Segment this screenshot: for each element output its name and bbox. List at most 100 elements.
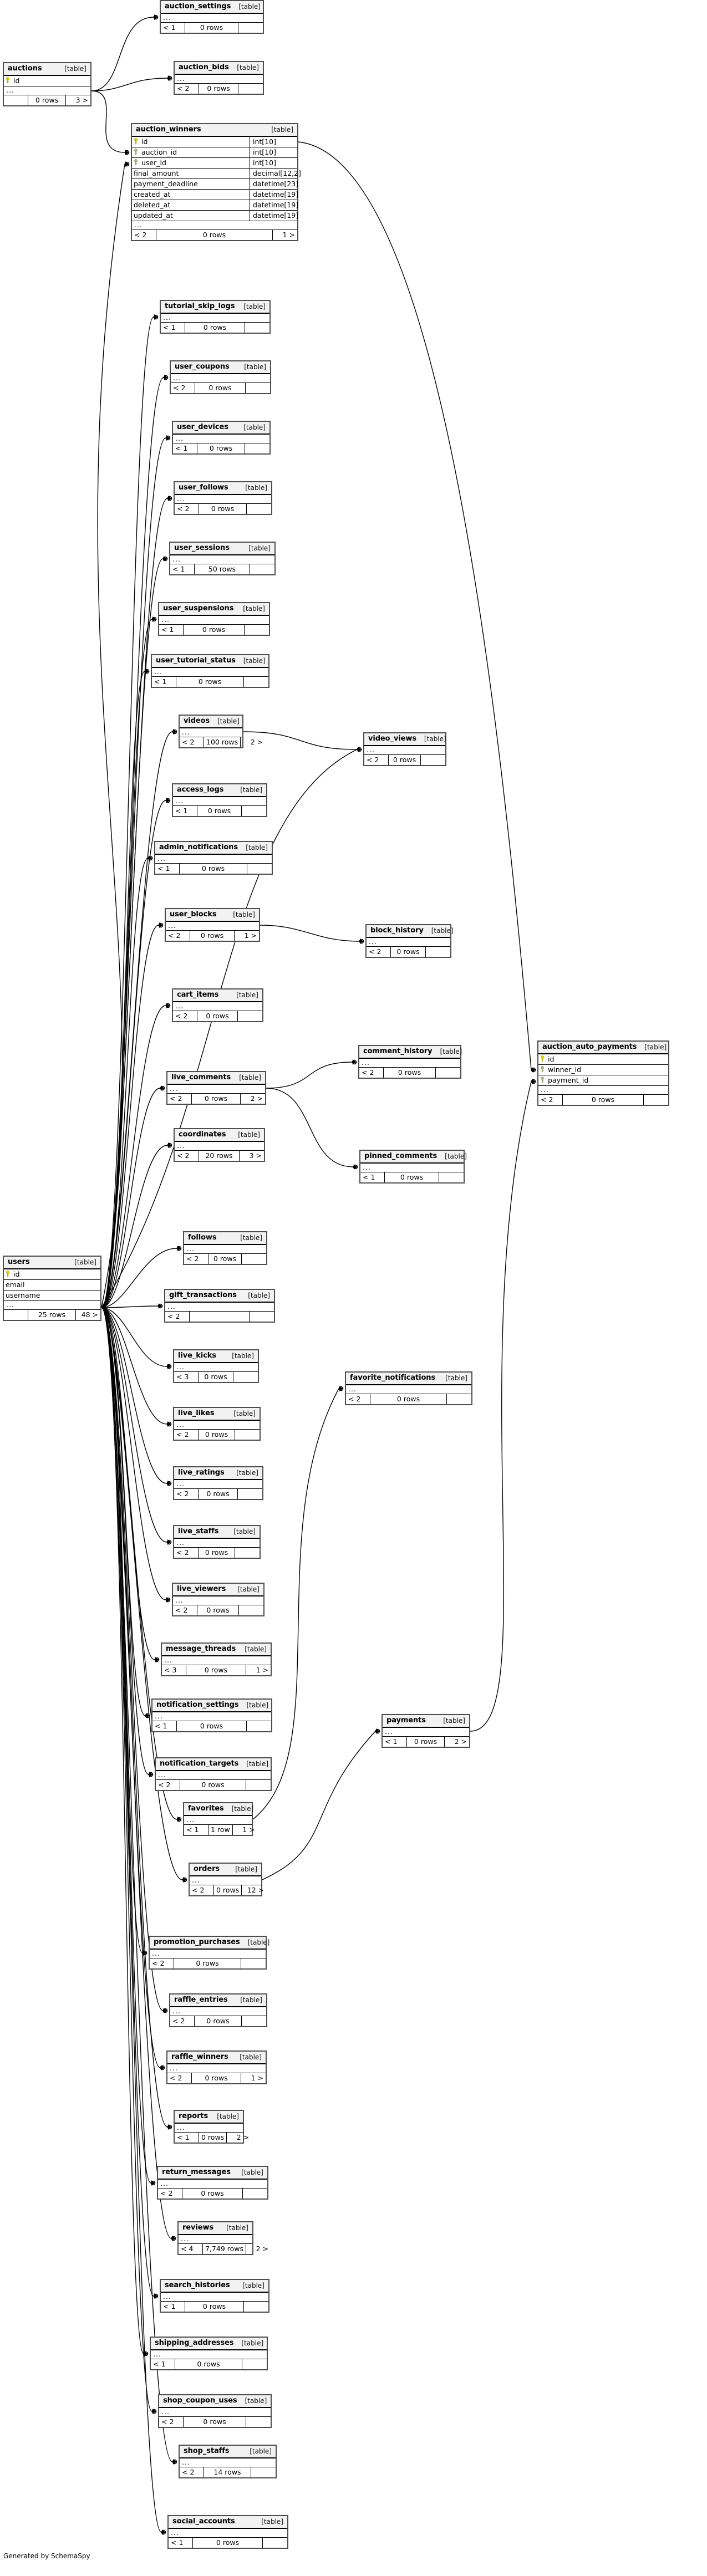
footer-children-count: 2 > [250, 1094, 263, 1103]
table-column-row[interactable]: id [4, 1269, 100, 1280]
footer-row-count: 0 rows [184, 624, 245, 635]
table-header-user_blocks: user_blocks[table] [166, 909, 259, 922]
more-columns-ellipsis: ... [174, 1363, 258, 1372]
table-type-label: [table] [217, 2112, 239, 2120]
table-column-row[interactable]: user_id int[10] [132, 157, 297, 169]
table-type-label: [table] [239, 1073, 261, 1082]
more-columns-ellipsis: ... [167, 1085, 265, 1094]
column-name: id [4, 1269, 100, 1279]
table-name: auction_winners [136, 125, 201, 134]
more-columns-ellipsis: ... [538, 1086, 668, 1095]
table-type-label: [table] [240, 785, 262, 794]
table-header-live_kicks: live_kicks[table] [174, 1350, 258, 1363]
more-columns-ellipsis: ... [170, 2007, 266, 2016]
table-name: favorite_notifications [350, 1374, 436, 1382]
foreign-key-icon [134, 159, 139, 166]
table-column-row[interactable]: id [4, 76, 90, 86]
more-columns-ellipsis: ... [364, 746, 445, 755]
footer-children-count [233, 1372, 258, 1382]
column-type: int[10] [250, 157, 297, 168]
primary-key-icon [6, 77, 11, 84]
column-label: user_id [141, 158, 166, 167]
table-name: reviews [182, 2223, 214, 2232]
more-columns-ellipsis: ... [169, 2529, 287, 2538]
table-type-label: [table] [241, 2168, 263, 2176]
footer-children-count [242, 1254, 266, 1264]
table-column-row[interactable]: email [4, 1280, 100, 1290]
table-node-gift_transactions[interactable]: gift_transactions[table]...< 2 [164, 1289, 275, 1323]
table-column-row[interactable]: payment_id [538, 1075, 668, 1086]
table-name: search_histories [165, 2281, 230, 2289]
table-column-row[interactable]: username [4, 1290, 100, 1301]
table-header-admin_notifications: admin_notifications[table] [155, 842, 272, 855]
footer-children-count [238, 23, 263, 33]
table-column-row[interactable]: winner_id [538, 1065, 668, 1075]
table-column-row[interactable]: id [538, 1054, 668, 1065]
more-columns-ellipsis: ... [167, 2064, 266, 2073]
